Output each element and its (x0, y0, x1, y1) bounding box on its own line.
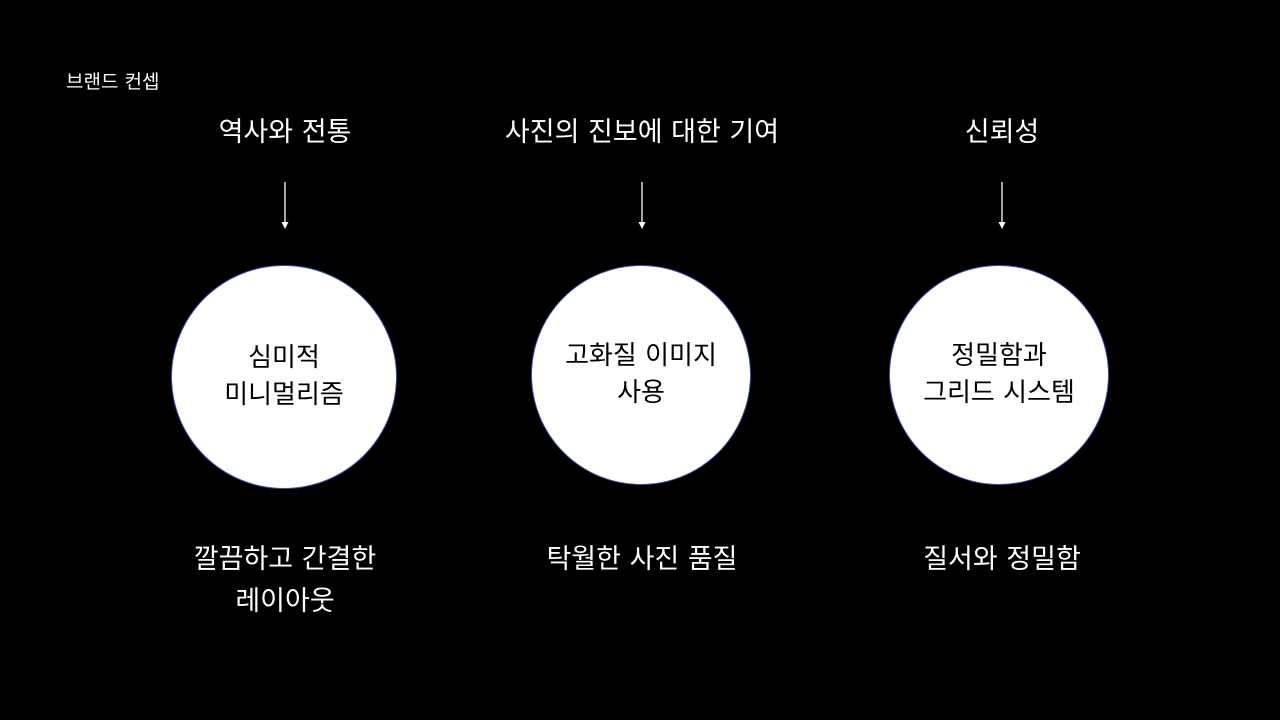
arrow-down-icon (280, 182, 290, 230)
column-heading: 신뢰성 (964, 117, 1040, 148)
circle-text-line: 사용 (617, 378, 665, 408)
circle-text-line: 심미적 (248, 343, 320, 373)
concept-circle: 고화질 이미지 사용 (531, 265, 751, 485)
circle-text-line: 정밀함과 (951, 341, 1047, 371)
column-caption: 깔끔하고 간결한 레이아웃 (135, 539, 435, 623)
column-heading: 사진의 진보에 대한 기여 (504, 117, 780, 148)
slide-label: 브랜드 컨셉 (66, 71, 160, 93)
caption-text-line: 레이아웃 (235, 586, 335, 617)
circle-text-line: 미니멀리즘 (224, 380, 344, 410)
concept-column-photography: 사진의 진보에 대한 기여 고화질 이미지 사용 탁월한 사진 품질 (492, 0, 792, 720)
concept-circle: 정밀함과 그리드 시스템 (889, 265, 1109, 485)
arrow-down-icon (997, 182, 1007, 230)
column-caption: 질서와 정밀함 (852, 539, 1152, 581)
concept-column-reliability: 신뢰성 정밀함과 그리드 시스템 질서와 정밀함 (852, 0, 1152, 720)
circle-text-line: 그리드 시스템 (923, 378, 1075, 408)
concept-column-history: 역사와 전통 심미적 미니멀리즘 깔끔하고 간결한 레이아웃 (135, 0, 435, 720)
column-caption: 탁월한 사진 품질 (492, 539, 792, 581)
caption-text-line: 질서와 정밀함 (923, 544, 1081, 575)
caption-text-line: 깔끔하고 간결한 (193, 544, 377, 575)
column-heading: 역사와 전통 (218, 117, 352, 148)
concept-circle: 심미적 미니멀리즘 (171, 265, 397, 489)
caption-text-line: 탁월한 사진 품질 (546, 544, 738, 575)
arrow-down-icon (637, 182, 647, 230)
circle-text-line: 고화질 이미지 (565, 341, 717, 371)
